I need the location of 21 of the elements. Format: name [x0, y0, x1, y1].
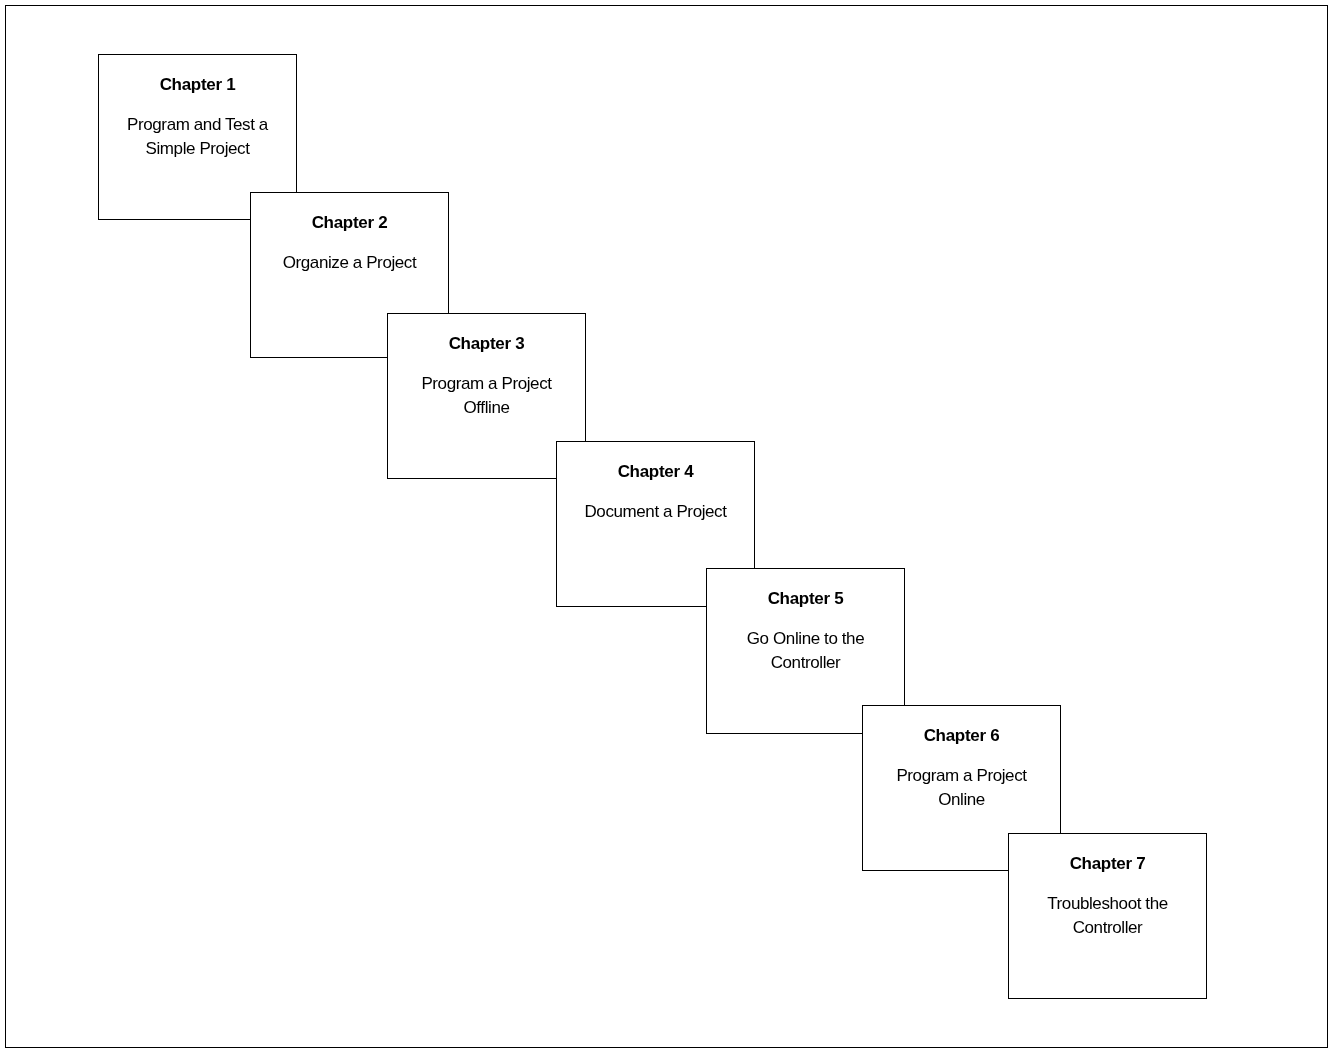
chapter-box — [250, 192, 449, 358]
chapter-heading: Chapter 3 — [447, 334, 526, 354]
chapter-heading: Chapter 7 — [1068, 854, 1147, 874]
chapter-box — [862, 705, 1061, 871]
chapter-title: Go Online to the Controller — [745, 628, 866, 674]
chapter-title: Program and Test a Simple Project — [126, 114, 270, 160]
chapter-title: Document a Project — [583, 501, 728, 523]
chapter-box — [387, 313, 586, 479]
chapter-heading: Chapter 1 — [158, 75, 237, 95]
chapter-heading: Chapter 5 — [766, 589, 845, 609]
chapter-box — [706, 568, 905, 734]
chapter-box — [556, 441, 755, 607]
chapter-heading: Chapter 4 — [616, 462, 695, 482]
chapter-heading: Chapter 6 — [922, 726, 1001, 746]
chapter-title: Program a Project Offline — [420, 373, 553, 419]
chapter-title: Organize a Project — [281, 252, 418, 274]
chapter-box — [1008, 833, 1207, 999]
chapter-box — [98, 54, 297, 220]
chapter-title: Program a Project Online — [895, 765, 1028, 811]
chapter-title: Troubleshoot the Controller — [1046, 893, 1169, 939]
chapter-heading: Chapter 2 — [310, 213, 389, 233]
